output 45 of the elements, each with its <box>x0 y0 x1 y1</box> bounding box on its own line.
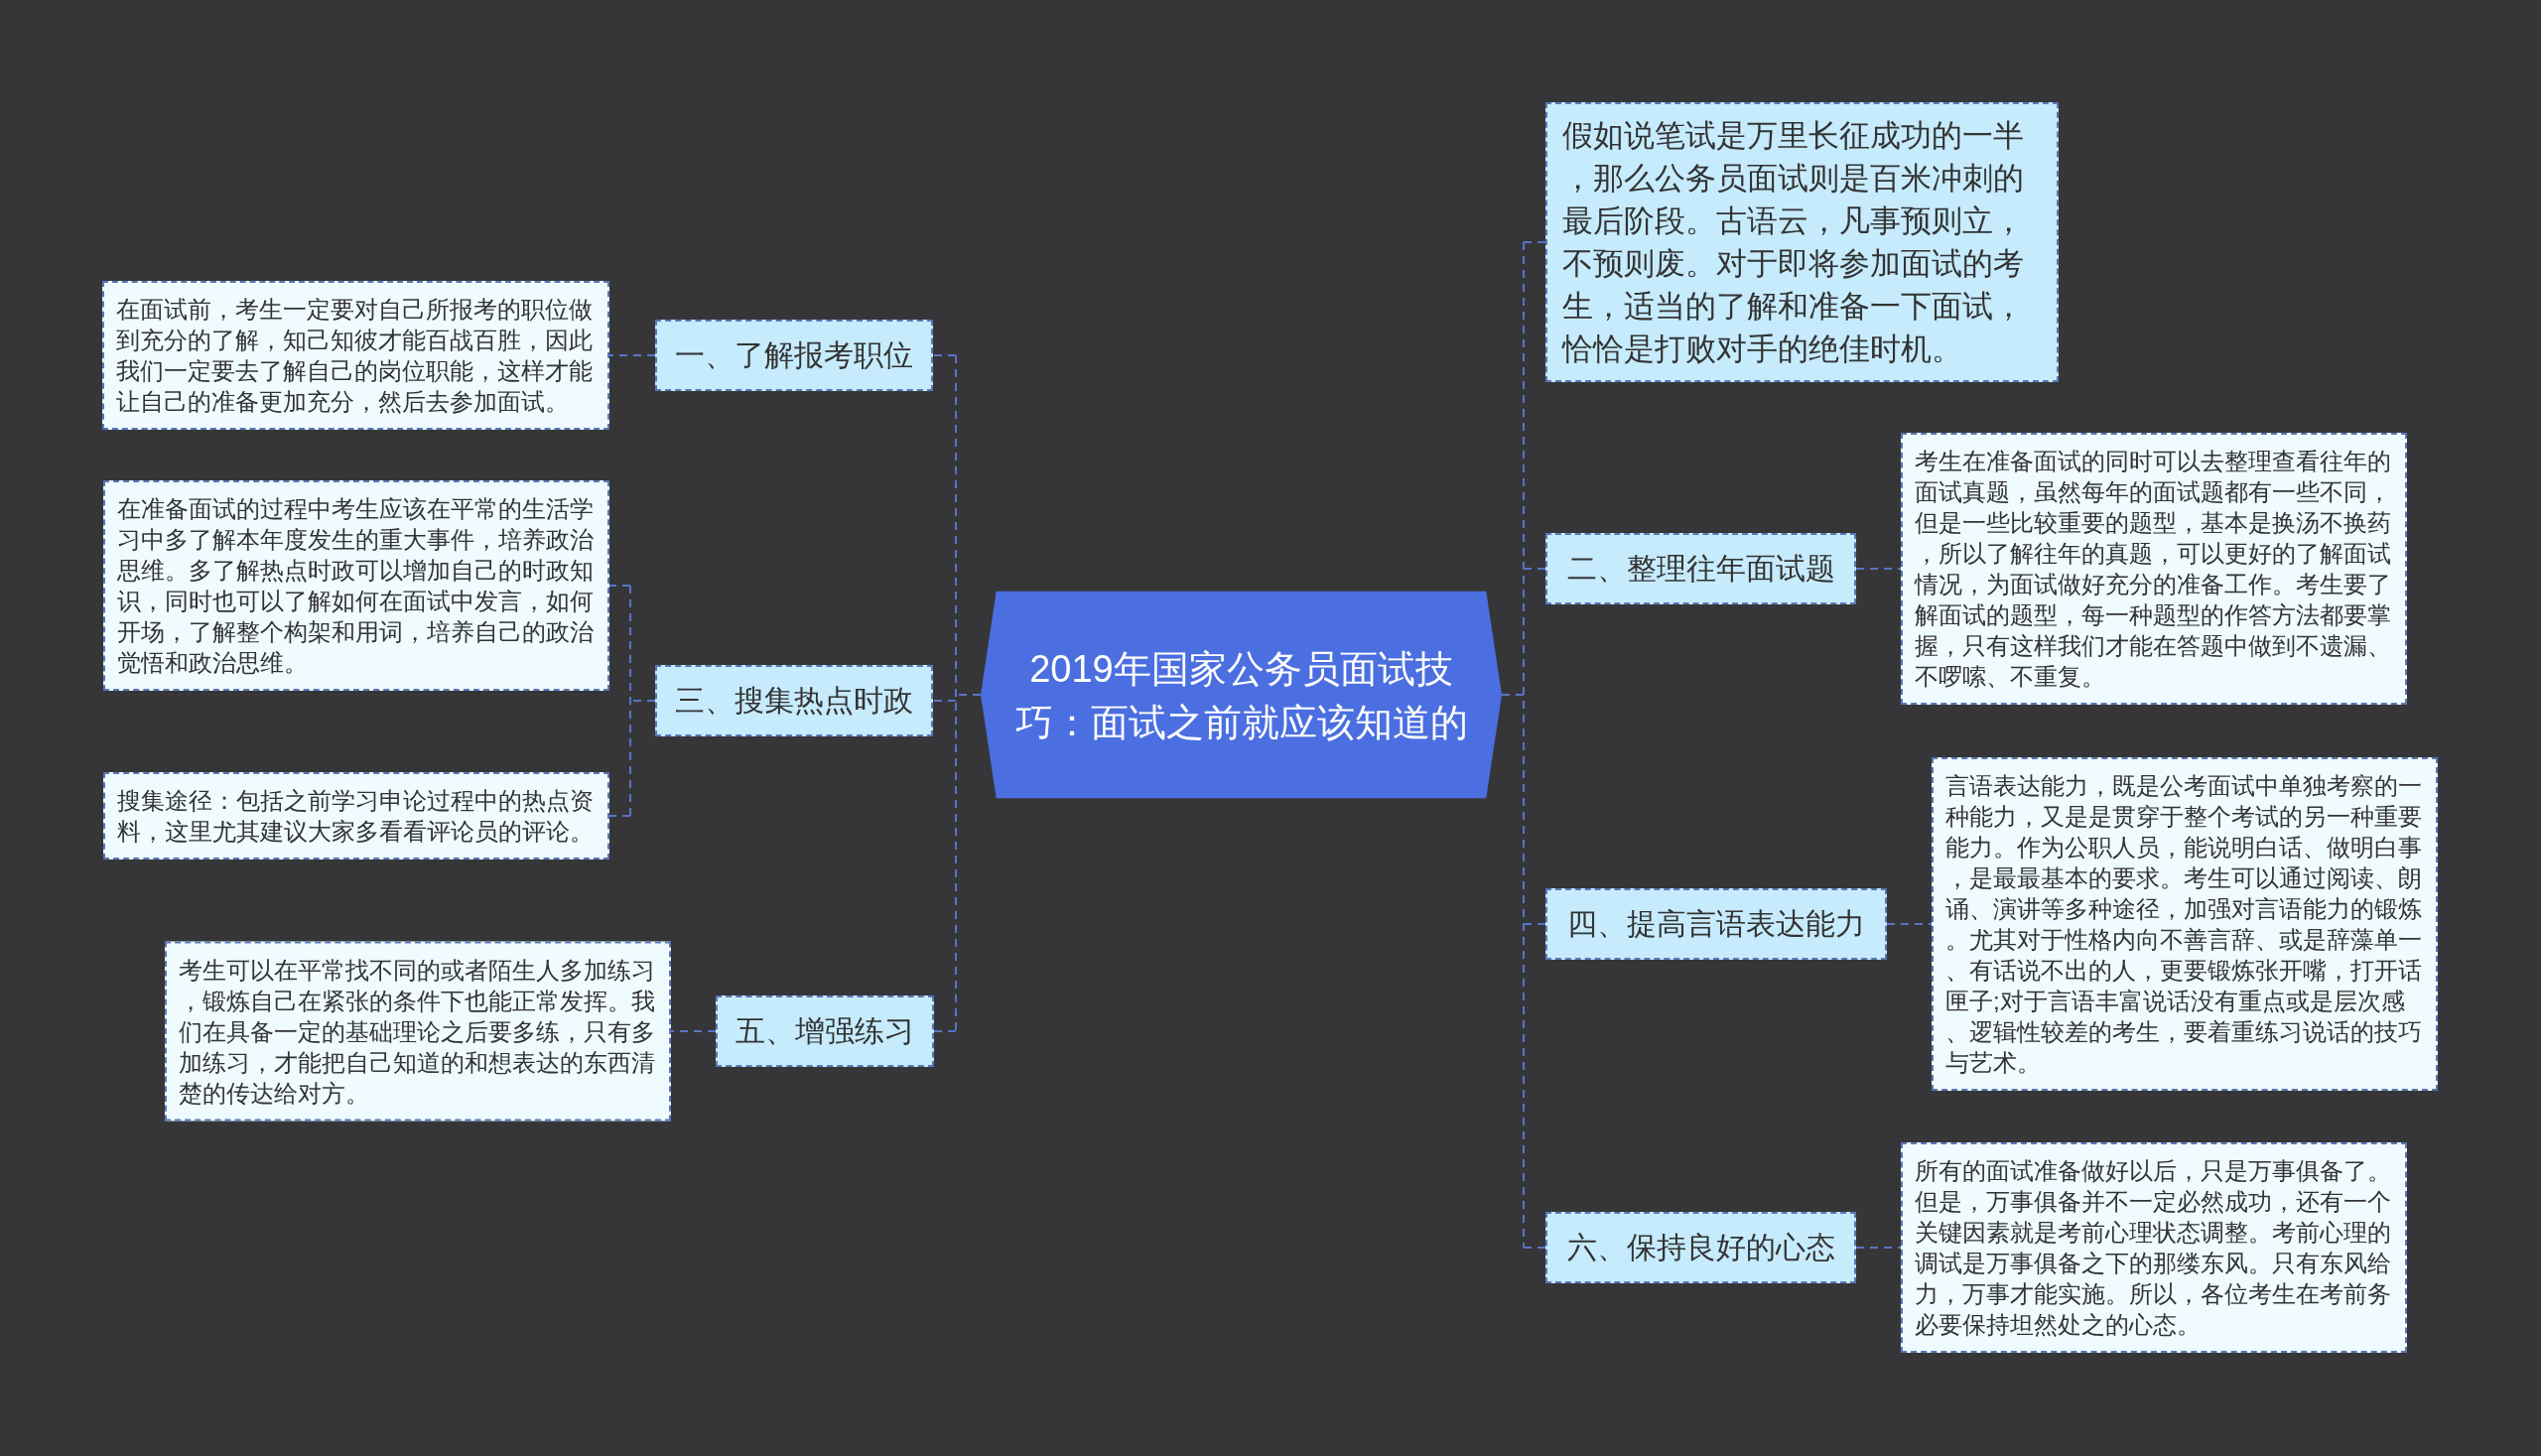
topic-node <box>1545 1212 1856 1283</box>
note-card <box>1901 1142 2407 1353</box>
topic-node <box>655 320 933 391</box>
note-text: 言语表达能力，既是公考面试中单独考察的一种能力，又是是贯穿于整个考试的另一种重要能力。作为公职人员，能说明白话、做明白事，是最最基本的要求。考生可以通过阅读、朗诵、演讲等多种途径，加强对言语能力的锻炼。尤其对于性格内向不善言辞、或是辞藻单一、有话说不出的人，更要锻炼张开嘴，打开话匣子;对于言语丰富说话没有重点或是层次感、逻辑性较差的考生，要着重练习说话的技巧与艺术。 <box>1945 771 2423 1078</box>
note-card <box>165 941 671 1122</box>
connector-line <box>932 354 957 356</box>
note-text: 考生可以在平常找不同的或者陌生人多加练习，锻炼自己在紧张的条件下也能正常发挥。我们在具备一定的基础理论之后要多练，只有多加练习，才能把自己知道的和想表达的东西清楚的传达给对方。 <box>179 955 656 1109</box>
intro-text: 假如说笔试是万里长征成功的一半，那么公务员面试则是百米冲刺的最后阶段。古语云，凡事预则立，不预则废。对于即将参加面试的考生，适当的了解和准备一下面试，恰恰是打败对手的绝佳时机。 <box>1562 117 2025 368</box>
connector-line <box>933 1030 957 1032</box>
connector-line <box>608 815 631 817</box>
connector-line <box>1523 1247 1546 1249</box>
connector-line <box>1523 568 1546 570</box>
connector-line <box>608 585 631 587</box>
connector-line <box>1855 1247 1902 1249</box>
central-topic-title: 2019年国家公务员面试技巧：面试之前就应该知道的 <box>1013 646 1469 744</box>
note-text: 搜集途径：包括之前学习申论过程中的热点资料，这里尤其建议大家多看看评论员的评论。 <box>117 786 595 847</box>
central-topic <box>981 591 1502 799</box>
note-card <box>103 772 609 860</box>
note-card <box>103 480 609 691</box>
connector-line <box>629 585 656 817</box>
intro-note <box>1545 102 2059 382</box>
note-text: 在准备面试的过程中考生应该在平常的生活学习中多了解本年度发生的重大事件，培养政治思维。多了解热点时政可以增加自己的时政知识，同时也可以了解如何在面试中发言，如何开场，了解整个构架和用词，培养自己的政治觉悟和政治思维。 <box>117 494 595 678</box>
connector-line <box>608 354 656 356</box>
topic-node <box>716 995 934 1067</box>
topic-label: 一、了解报考职位 <box>674 337 914 373</box>
topic-label: 四、提高言语表达能力 <box>1566 906 1866 942</box>
topic-label: 三、搜集热点时政 <box>674 683 914 719</box>
connector-line <box>955 354 982 1032</box>
connector-line <box>670 1030 717 1032</box>
note-text: 所有的面试准备做好以后，只是万事俱备了。但是，万事俱备并不一定必然成功，还有一个关键因素就是考前心理状态调整。考前心理的调试是万事俱备之下的那缕东风。只有东风给力，万事才能实施。所以，各位考生在考前务必要保持坦然处之的心态。 <box>1915 1156 2392 1340</box>
topic-label: 六、保持良好的心态 <box>1565 1230 1836 1265</box>
topic-node <box>655 665 933 736</box>
note-text: 在面试前，考生一定要对自己所报考的职位做到充分的了解，知己知彼才能百战百胜，因此我们一定要去了解自己的岗位职能，这样才能让自己的准备更加充分，然后去参加面试。 <box>116 295 594 417</box>
note-card <box>102 281 609 430</box>
connector-line <box>1501 241 1525 1249</box>
topic-node <box>1545 533 1856 604</box>
connector-line <box>1523 241 1546 243</box>
topic-label: 二、整理往年面试题 <box>1565 551 1836 587</box>
topic-label: 五、增强练习 <box>735 1013 915 1049</box>
topic-node <box>1545 888 1887 960</box>
connector-line <box>1855 568 1902 570</box>
note-text: 考生在准备面试的同时可以去整理查看往年的面试真题，虽然每年的面试题都有一些不同，但是一些比较重要的题型，基本是换汤不换药，所以了解往年的真题，可以更好的了解面试情况，为面试做好充分的准备工作。考生要了解面试的题型，每一种题型的作答方法都要掌握，只有这样我们才能在答题中做到不遗漏、不啰嗦、不重复。 <box>1915 447 2392 692</box>
connector-line <box>932 700 957 702</box>
connector-line <box>1886 923 1933 925</box>
connector-line <box>1523 923 1546 925</box>
